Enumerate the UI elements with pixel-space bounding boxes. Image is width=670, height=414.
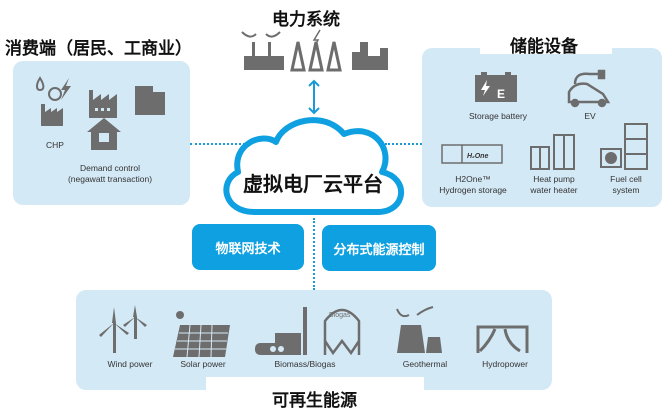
factory-icon <box>89 90 117 118</box>
h2one-label: H2One™ <box>455 174 491 184</box>
biogas-icon-text: Biogas <box>329 312 351 319</box>
biogas-icon: Biogas <box>323 308 361 356</box>
storage-battery-label: Storage battery <box>468 111 528 121</box>
water-heater-label: water heater <box>530 185 578 195</box>
house-icon <box>87 118 121 150</box>
connector-bottom <box>313 218 315 290</box>
hydrogen-storage-label: Hydrogen storage <box>439 185 507 195</box>
battery-icon-text: E <box>497 87 505 101</box>
heat-pump-label: Heat pump <box>533 174 575 184</box>
heat-pump-icon <box>530 134 575 170</box>
fuel-cell-label: Fuel cell <box>610 174 642 184</box>
renewables-title-notch <box>206 377 424 397</box>
consumer-icons <box>36 76 165 150</box>
biomass-icon <box>255 307 307 355</box>
fuel-cell-icon <box>600 123 648 170</box>
demand-control-label: Demand control <box>79 163 140 173</box>
h2one-icon: H₂One <box>441 144 503 164</box>
h2one-icon-text: H₂One <box>467 153 488 160</box>
connector-right <box>385 143 422 145</box>
renewables-title: 可再生能源 <box>272 391 357 411</box>
cloud-shape <box>223 117 404 215</box>
connector-left <box>190 143 245 145</box>
ev-label: EV <box>584 111 596 121</box>
der-control-button[interactable]: 分布式能源控制 <box>322 225 436 271</box>
storage-panel <box>422 48 662 207</box>
geothermal-label: Geothermal <box>402 359 448 369</box>
chp-icon <box>36 76 71 126</box>
biomass-biogas-label: Biomass/Biogas <box>274 359 336 369</box>
hydropower-icon <box>476 325 529 353</box>
bidirectional-arrow-icon <box>308 79 320 115</box>
solar-power-icon <box>173 311 230 358</box>
chp-label: CHP <box>46 140 64 150</box>
storage-icons: E H₂One <box>441 69 648 170</box>
ev-icon <box>567 69 611 108</box>
building-icon <box>135 86 165 115</box>
power-system-title: 电力系统 <box>272 10 340 30</box>
wind-power-icon <box>99 305 147 353</box>
renewables-panel <box>76 290 552 390</box>
cloud-platform-title: 虚拟电厂云平台 <box>243 172 383 196</box>
geothermal-icon <box>396 306 442 353</box>
storage-title-notch <box>480 40 612 54</box>
fuel-cell-system-label: system <box>612 185 640 195</box>
consumer-title: 消费端（居民、工商业） <box>5 39 192 59</box>
storage-battery-icon: E <box>475 72 517 102</box>
renewable-icons: Biogas <box>99 305 529 358</box>
negawatt-label: (negawatt transaction) <box>67 174 153 184</box>
power-plant-icons <box>241 29 388 72</box>
hydropower-label: Hydropower <box>482 359 528 369</box>
solar-power-label: Solar power <box>180 359 226 369</box>
wind-power-label: Wind power <box>107 359 153 369</box>
storage-title: 储能设备 <box>510 37 578 57</box>
iot-button[interactable]: 物联网技术 <box>192 224 304 270</box>
